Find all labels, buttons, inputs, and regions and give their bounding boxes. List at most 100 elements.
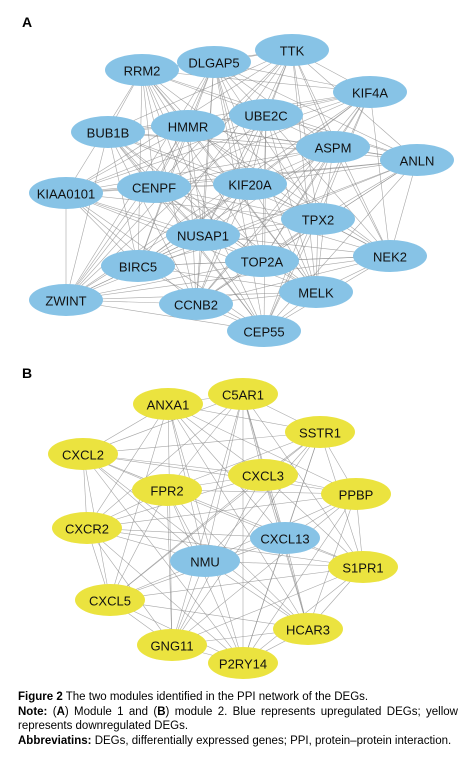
a-node-ttk: TTK	[255, 34, 329, 66]
a-node-zwint: ZWINT	[29, 284, 103, 316]
b-edge	[86, 527, 364, 568]
a-edge	[141, 69, 155, 188]
a-edge	[153, 159, 418, 188]
a-edge	[141, 69, 204, 236]
a-edge	[249, 183, 317, 293]
b-edge	[82, 431, 321, 455]
node-label: CXCR2	[65, 522, 109, 537]
node-label: CXCL13	[260, 532, 309, 547]
a-edge	[107, 131, 334, 148]
node-label: GNG11	[150, 639, 193, 654]
note-module-a: A	[56, 705, 65, 718]
b-edge	[166, 393, 244, 491]
node-ellipse	[151, 110, 225, 142]
b-edge	[204, 393, 244, 562]
figure-label: Figure 2	[18, 691, 63, 703]
a-edge	[65, 146, 334, 194]
b-node-anxa1: ANXA1	[133, 388, 203, 420]
a-edge	[107, 131, 418, 161]
a-node-top2a: TOP2A	[225, 245, 299, 277]
a-node-kif4a: KIF4A	[333, 76, 407, 108]
b-edge	[242, 537, 286, 664]
a-edge	[263, 218, 319, 332]
b-edge	[171, 493, 357, 646]
b-edge	[109, 489, 168, 601]
a-node-nek2: NEK2	[353, 240, 427, 272]
node-ellipse	[229, 99, 303, 131]
a-edge	[65, 192, 263, 262]
b-node-cxcl13: CXCL13	[250, 522, 320, 554]
node-label: C5AR1	[222, 388, 264, 403]
b-edge	[82, 453, 364, 568]
node-ellipse	[285, 416, 355, 448]
b-edge	[171, 431, 321, 646]
node-label: HCAR3	[286, 623, 330, 638]
a-node-hmmr: HMMR	[151, 110, 225, 142]
b-node-ppbp: PPBP	[321, 478, 391, 510]
a-edge	[141, 69, 371, 93]
b-edge	[242, 393, 364, 568]
a-edge	[65, 192, 319, 220]
a-edge	[213, 61, 251, 185]
node-ellipse	[159, 288, 233, 320]
b-edge	[86, 393, 244, 529]
a-node-ube2c: UBE2C	[229, 99, 303, 131]
node-ellipse	[281, 203, 355, 235]
node-label: ANLN	[400, 154, 435, 169]
a-node-bub1b: BUB1B	[71, 116, 145, 148]
node-label: RRM2	[124, 64, 161, 79]
b-edge	[86, 403, 169, 529]
a-edge	[137, 146, 334, 267]
node-ellipse	[52, 512, 122, 544]
a-node-nusap1: NUSAP1	[166, 219, 240, 251]
node-ellipse	[132, 474, 202, 506]
node-ellipse	[133, 388, 203, 420]
a-edge	[65, 125, 189, 301]
abbreviations-text: DEGs, differentially expressed genes; PP…	[94, 734, 452, 747]
a-edge	[195, 61, 215, 305]
node-ellipse	[166, 219, 240, 251]
a-node-dlgap5: DLGAP5	[177, 46, 251, 78]
a-edge	[141, 69, 263, 262]
b-node-c5ar1: C5AR1	[208, 378, 278, 410]
b-node-nmu: NMU	[170, 545, 240, 577]
node-label: KIF20A	[228, 178, 272, 193]
a-edge	[65, 114, 267, 194]
b-node-sstr1: SSTR1	[285, 416, 355, 448]
node-ellipse	[137, 629, 207, 661]
a-node-melk: MELK	[279, 276, 353, 308]
b-node-cxcl5: CXCL5	[75, 584, 145, 616]
b-edge	[109, 474, 264, 601]
b-edge	[82, 453, 206, 562]
b-edge	[167, 403, 173, 646]
a-node-tpx2: TPX2	[281, 203, 355, 235]
node-ellipse	[29, 177, 103, 209]
b-node-cxcl2: CXCL2	[48, 438, 118, 470]
node-ellipse	[71, 116, 145, 148]
node-ellipse	[75, 584, 145, 616]
node-ellipse	[328, 551, 398, 583]
b-edge	[86, 527, 173, 646]
b-node-cxcr2: CXCR2	[52, 512, 122, 544]
node-label: ASPM	[315, 141, 352, 156]
node-ellipse	[255, 34, 329, 66]
figure-caption: Figure 2 The two modules identified in t…	[18, 690, 458, 748]
b-node-s1pr1: S1PR1	[328, 551, 398, 583]
a-node-kiaa0101: KIAA0101	[29, 177, 103, 209]
a-edge	[141, 69, 265, 332]
node-ellipse	[225, 245, 299, 277]
node-label: UBE2C	[244, 109, 287, 124]
b-node-cxcl3: CXCL3	[228, 459, 298, 491]
node-label: NMU	[190, 555, 220, 570]
a-edge	[65, 91, 371, 194]
a-edge	[291, 49, 319, 220]
b-edge	[109, 403, 169, 601]
node-label: NUSAP1	[177, 229, 229, 244]
a-edge	[332, 146, 391, 257]
node-label: TTK	[280, 44, 305, 59]
node-ellipse	[227, 315, 301, 347]
node-ellipse	[170, 545, 240, 577]
a-node-cenpf: CENPF	[117, 171, 191, 203]
b-edge	[167, 403, 244, 664]
node-label: CXCL5	[89, 594, 131, 609]
